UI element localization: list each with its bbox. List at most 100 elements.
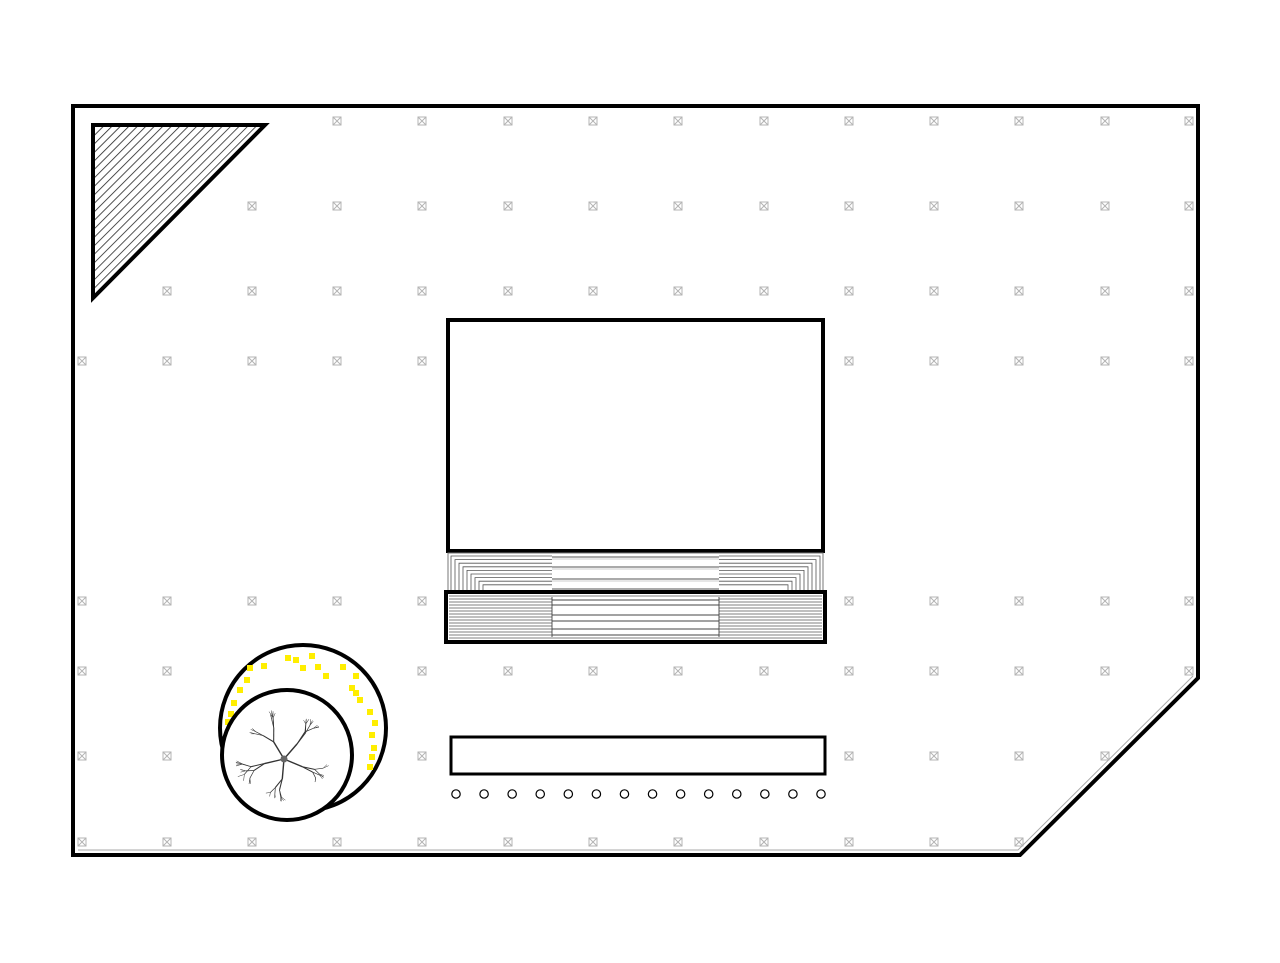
upper-flight	[447, 552, 824, 592]
flower-mark	[309, 653, 315, 659]
grid-marker	[1014, 116, 1024, 126]
grid-marker	[1184, 201, 1194, 211]
grid-marker	[1014, 201, 1024, 211]
grid-marker	[162, 751, 172, 761]
grid-marker	[1100, 751, 1110, 761]
grid-marker	[929, 596, 939, 606]
grid-marker	[1014, 751, 1024, 761]
grid-marker	[503, 116, 513, 126]
grid-marker	[77, 596, 87, 606]
grid-marker	[332, 286, 342, 296]
grid-marker	[929, 201, 939, 211]
grid-marker	[332, 596, 342, 606]
grid-marker	[332, 201, 342, 211]
entrance-steps	[444, 552, 827, 644]
flower-mark	[228, 711, 234, 717]
flower-mark	[372, 720, 378, 726]
grid-marker	[1100, 116, 1110, 126]
bollard	[647, 789, 658, 799]
grid-marker	[673, 116, 683, 126]
flower-mark	[367, 764, 373, 770]
grid-marker	[503, 286, 513, 296]
grid-marker	[929, 356, 939, 366]
flower-mark	[244, 677, 250, 683]
flower-mark	[261, 663, 267, 669]
grid-marker	[929, 116, 939, 126]
grid-marker	[1100, 356, 1110, 366]
grid-marker	[417, 116, 427, 126]
bollard	[788, 789, 798, 799]
flower-mark	[315, 664, 321, 670]
flower-mark	[300, 665, 306, 671]
site-boundary	[71, 104, 1200, 857]
flower-mark	[231, 700, 237, 706]
grid-marker	[1100, 286, 1110, 296]
grid-marker	[759, 116, 769, 126]
grid-marker	[417, 201, 427, 211]
grid-marker	[1184, 116, 1194, 126]
grid-marker	[844, 596, 854, 606]
grid-marker	[759, 201, 769, 211]
bollard	[675, 789, 686, 799]
grid-marker	[1184, 356, 1194, 366]
grid-marker	[588, 201, 598, 211]
grid-marker	[929, 666, 939, 676]
grid-marker	[673, 286, 683, 296]
bollard	[703, 789, 714, 799]
grid-marker	[503, 201, 513, 211]
grid-marker	[1184, 666, 1194, 676]
bollard-row	[451, 789, 826, 799]
bollard	[760, 789, 770, 799]
grid-marker	[162, 286, 172, 296]
bollard	[563, 789, 574, 799]
bollard	[619, 789, 630, 799]
grid-marker	[1184, 286, 1194, 296]
grid-marker	[77, 356, 87, 366]
flower-mark	[369, 732, 375, 738]
grid-marker	[759, 666, 769, 676]
flower-mark	[353, 690, 359, 696]
grid-marker	[162, 837, 172, 847]
grid-marker	[844, 286, 854, 296]
flower-mark	[353, 673, 359, 679]
flower-mark	[367, 709, 373, 715]
grid-marker	[588, 116, 598, 126]
grid-marker	[417, 666, 427, 676]
flower-mark	[225, 719, 231, 725]
grid-marker	[1100, 666, 1110, 676]
grid-marker	[759, 286, 769, 296]
grid-marker	[247, 596, 257, 606]
grid-marker	[929, 286, 939, 296]
grid-marker	[588, 666, 598, 676]
flower-mark	[369, 754, 375, 760]
long-bench	[449, 735, 827, 776]
grid-marker	[417, 837, 427, 847]
grid-marker	[162, 356, 172, 366]
grid-marker	[332, 116, 342, 126]
round-planter	[218, 643, 388, 822]
grid-marker	[247, 356, 257, 366]
flower-mark	[323, 673, 329, 679]
grid-marker	[503, 666, 513, 676]
grid-marker	[673, 666, 683, 676]
flower-mark	[371, 745, 377, 751]
grid-marker	[673, 837, 683, 847]
yellow-flowers	[225, 653, 378, 770]
grid-marker	[673, 201, 683, 211]
grid-marker	[929, 837, 939, 847]
grid-marker	[1184, 596, 1194, 606]
grid-marker	[77, 837, 87, 847]
grid-marker	[588, 837, 598, 847]
grid-marker	[417, 286, 427, 296]
grid-marker	[1014, 286, 1024, 296]
grid-marker	[844, 751, 854, 761]
grid-marker	[1014, 596, 1024, 606]
grid-marker	[247, 201, 257, 211]
grid-marker	[844, 201, 854, 211]
bollard	[731, 789, 742, 799]
central-building	[446, 318, 825, 553]
bollard	[816, 789, 826, 799]
bollard	[451, 789, 461, 799]
grid-marker	[1014, 356, 1024, 366]
